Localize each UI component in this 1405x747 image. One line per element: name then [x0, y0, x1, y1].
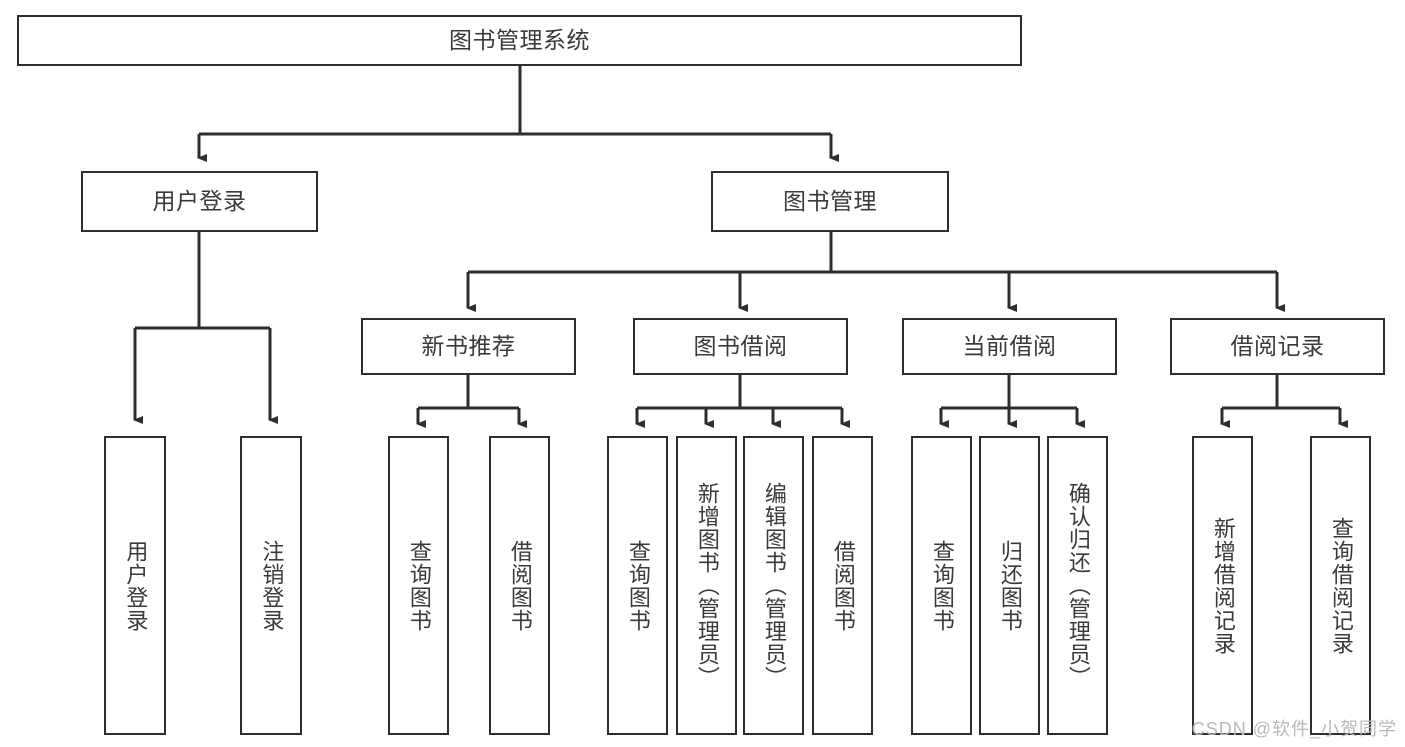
leaf-return-book[interactable]: 归还图书 — [979, 436, 1040, 735]
leaf-query-book-2-label: 查询图书 — [625, 539, 651, 632]
leaf-query-record[interactable]: 查询借阅记录 — [1310, 436, 1371, 735]
node-user-login-label: 用户登录 — [152, 187, 247, 214]
node-current-borrow[interactable]: 当前借阅 — [902, 318, 1117, 375]
leaf-confirm-return-label: 确认归还（管理员） — [1065, 482, 1091, 689]
leaf-logout-login[interactable]: 注销登录 — [240, 436, 302, 735]
leaf-logout-login-label: 注销登录 — [259, 539, 285, 632]
node-user-login[interactable]: 用户登录 — [81, 171, 318, 232]
leaf-return-book-label: 归还图书 — [997, 539, 1023, 632]
csdn-watermark: CSDN @软件_小贺同学 — [1191, 719, 1397, 739]
leaf-query-book-1-label: 查询图书 — [406, 539, 432, 632]
node-book-management-label: 图书管理 — [783, 187, 877, 214]
node-book-management[interactable]: 图书管理 — [711, 171, 949, 232]
leaf-add-record[interactable]: 新增借阅记录 — [1192, 436, 1253, 735]
node-borrow-record[interactable]: 借阅记录 — [1170, 318, 1385, 375]
node-new-book-recommend-label: 新书推荐 — [421, 332, 516, 359]
leaf-query-book-1[interactable]: 查询图书 — [388, 436, 449, 735]
leaf-query-book-2[interactable]: 查询图书 — [607, 436, 668, 735]
leaf-user-login-label: 用户登录 — [123, 539, 149, 632]
leaf-add-record-label: 新增借阅记录 — [1210, 516, 1236, 655]
leaf-add-book[interactable]: 新增图书（管理员） — [676, 436, 737, 735]
leaf-borrow-book-1[interactable]: 借阅图书 — [489, 436, 550, 735]
leaf-borrow-book-2-label: 借阅图书 — [830, 539, 856, 632]
leaf-user-login[interactable]: 用户登录 — [104, 436, 166, 735]
node-root[interactable]: 图书管理系统 — [17, 15, 1022, 66]
leaf-query-book-3-label: 查询图书 — [929, 539, 955, 632]
leaf-borrow-book-2[interactable]: 借阅图书 — [812, 436, 873, 735]
leaf-query-book-3[interactable]: 查询图书 — [911, 436, 972, 735]
node-new-book-recommend[interactable]: 新书推荐 — [361, 318, 576, 375]
node-book-borrow[interactable]: 图书借阅 — [633, 318, 848, 375]
node-root-label: 图书管理系统 — [449, 26, 590, 53]
node-current-borrow-label: 当前借阅 — [962, 332, 1057, 359]
leaf-edit-book[interactable]: 编辑图书（管理员） — [743, 436, 804, 735]
leaf-query-record-label: 查询借阅记录 — [1328, 516, 1354, 655]
node-book-borrow-label: 图书借阅 — [693, 332, 788, 359]
leaf-edit-book-label: 编辑图书（管理员） — [761, 482, 787, 689]
leaf-add-book-label: 新增图书（管理员） — [694, 482, 720, 689]
leaf-borrow-book-1-label: 借阅图书 — [507, 539, 533, 632]
node-borrow-record-label: 借阅记录 — [1230, 332, 1325, 359]
leaf-confirm-return[interactable]: 确认归还（管理员） — [1047, 436, 1108, 735]
